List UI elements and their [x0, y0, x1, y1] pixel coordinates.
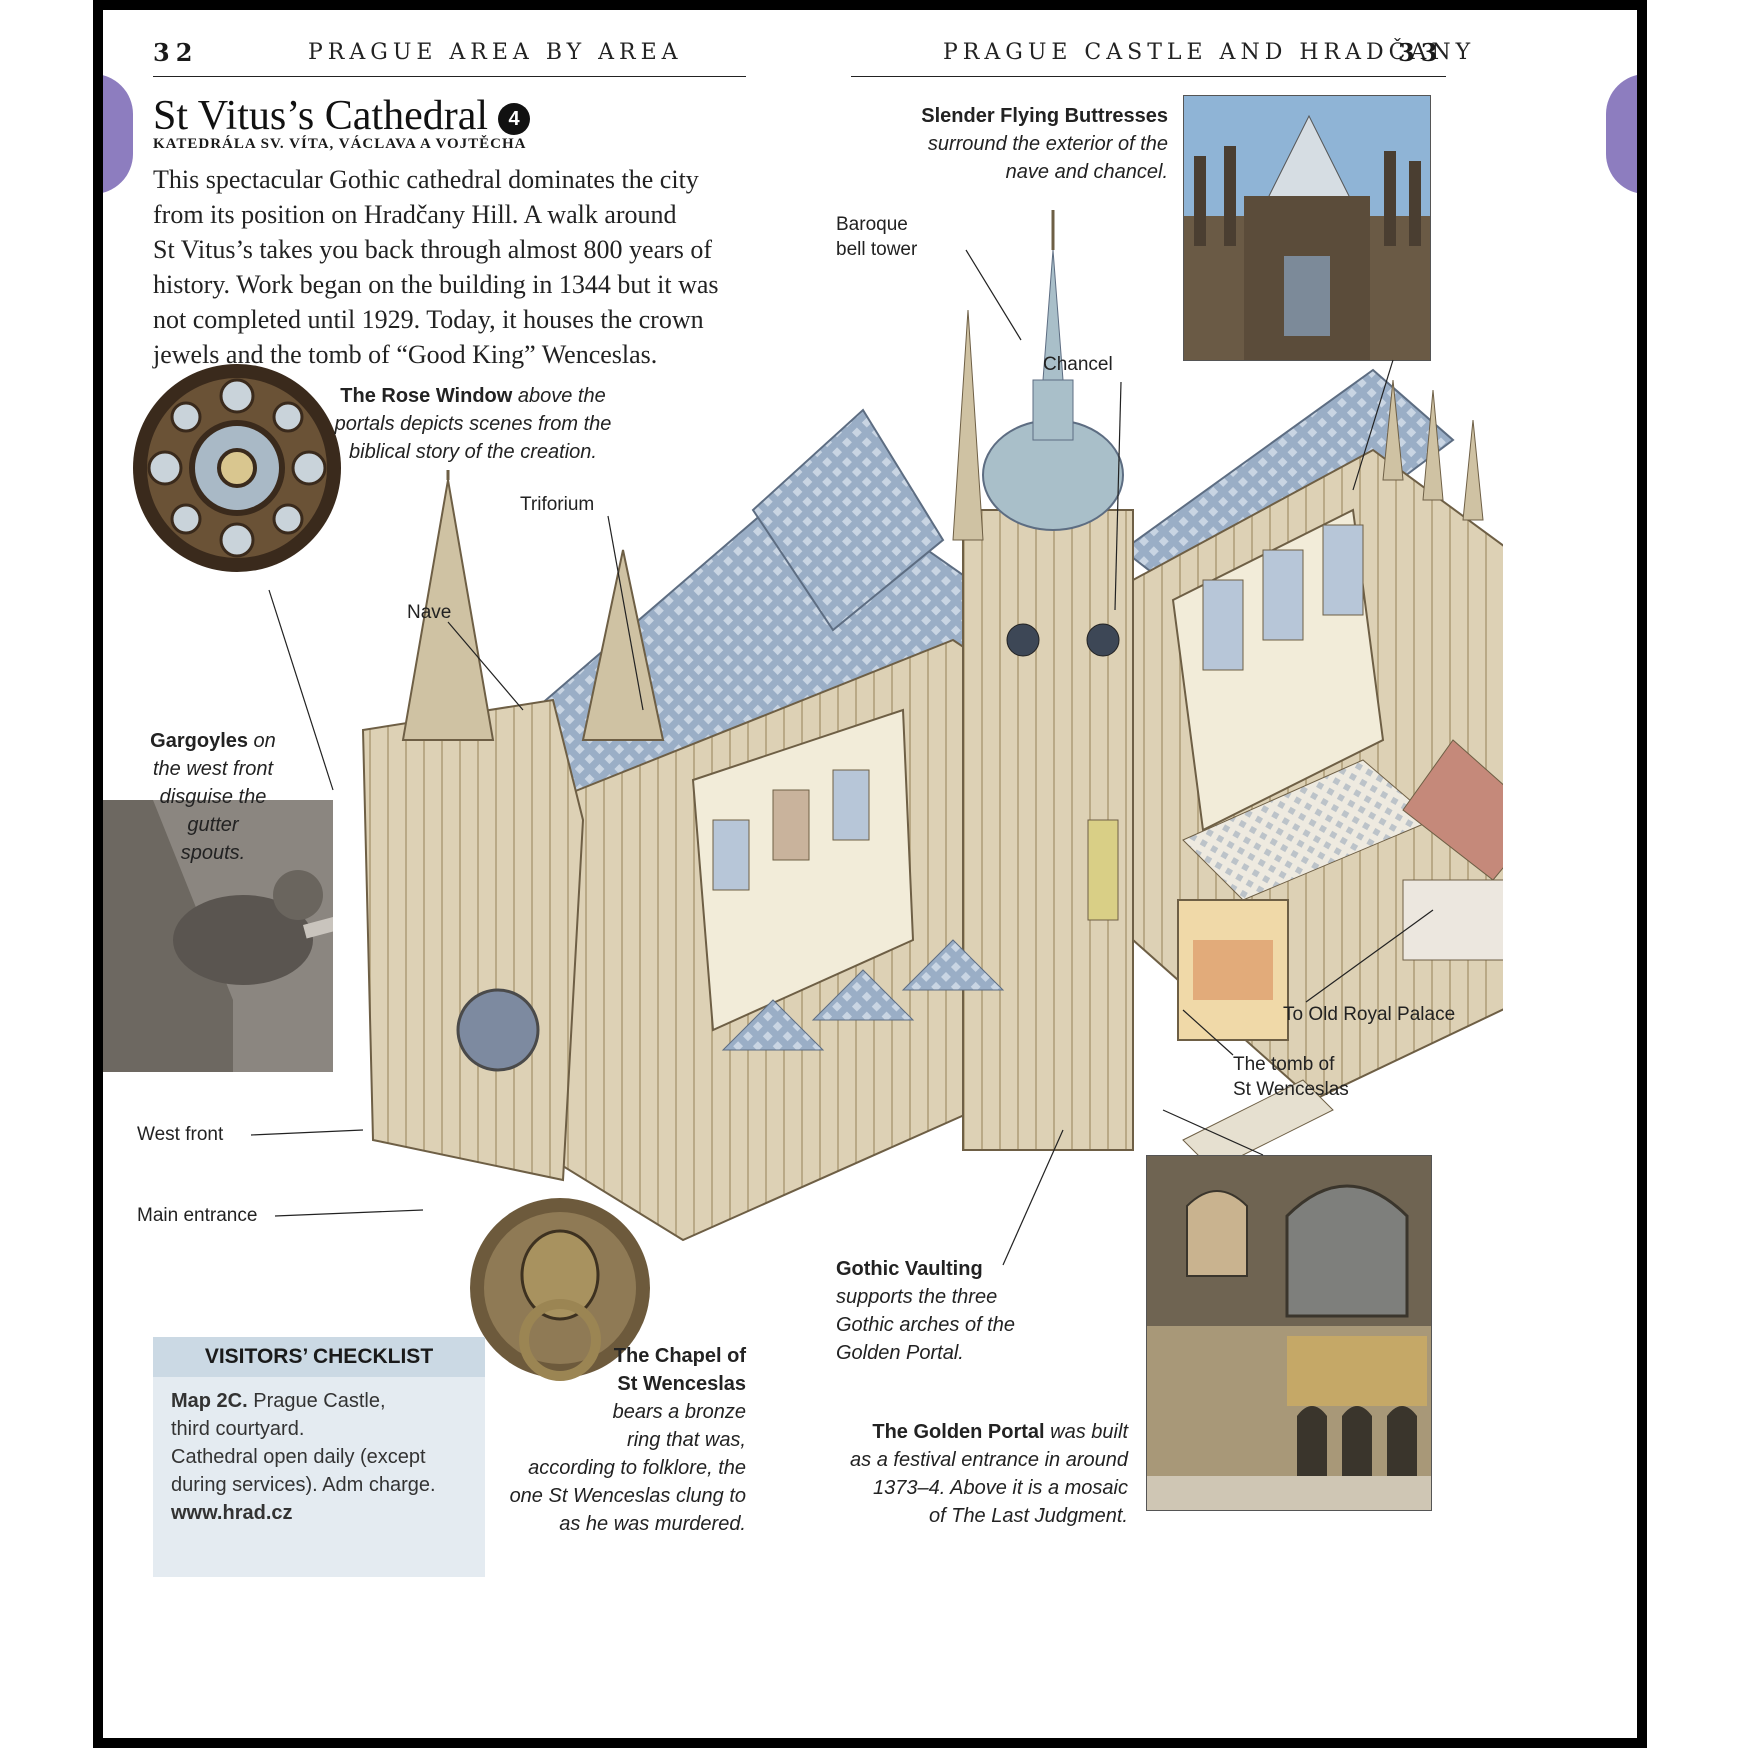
gothic-vaulting-caption: Gothic Vaulting supports the three Gothi… — [836, 1255, 1076, 1367]
caption-line: as a festival entrance in around — [850, 1449, 1128, 1471]
caption-line: 1373–4. Above it is a mosaic — [873, 1477, 1128, 1499]
caption-line: the west front — [152, 758, 274, 780]
czech-subtitle: KATEDRÁLA SV. VÍTA, VÁCLAVA A VOJTĚCHA — [153, 136, 527, 152]
golden-portal-caption: The Golden Portal was built as a festiva… — [838, 1418, 1128, 1530]
label-line: bell tower — [836, 239, 918, 260]
label-line: St Wenceslas — [1233, 1079, 1349, 1100]
caption-line: as he was murdered. — [559, 1513, 746, 1535]
visitors-checklist: VISITORS’ CHECKLIST Map 2C. Prague Castl… — [153, 1337, 485, 1577]
caption-line: of The Last Judgment. — [928, 1505, 1128, 1527]
left-header-rule — [153, 76, 746, 77]
label-chancel: Chancel — [1043, 354, 1113, 375]
label-main-entrance: Main entrance — [137, 1205, 258, 1226]
right-thumb-tab — [1606, 74, 1637, 194]
label-tomb: The tomb of St Wenceslas — [1233, 1052, 1349, 1102]
leader-lines — [250, 249, 1434, 1266]
left-page-number: 32 — [153, 38, 199, 67]
rose-window-caption: The Rose Window above the portals depict… — [323, 382, 623, 466]
rose-window-photo — [133, 364, 341, 572]
caption-line: disguise the — [159, 786, 267, 808]
gargoyle-photo — [103, 800, 333, 1072]
book-spread: 32 PRAGUE AREA BY AREA PRAGUE CASTLE AND… — [103, 10, 1637, 1738]
caption-line: gutter — [187, 814, 239, 836]
sight-number-badge: 4 — [498, 103, 531, 136]
intro-line: not completed until 1929. Today, it hous… — [153, 305, 704, 334]
gargoyles-caption: Gargoyles on the west front disguise the… — [143, 727, 283, 867]
caption-line: on — [248, 730, 276, 752]
checklist-body: Map 2C. Prague Castle, third courtyard. … — [153, 1377, 485, 1537]
label-baroque-bell-tower: Baroque bell tower — [836, 212, 917, 262]
flying-buttresses-photo — [1183, 95, 1431, 361]
caption-line: Gothic arches of the — [836, 1314, 1015, 1336]
flying-buttresses-caption-title: Slender Flying Buttresses — [921, 105, 1168, 127]
label-old-royal-palace: To Old Royal Palace — [1283, 1004, 1456, 1025]
gargoyles-caption-title: Gargoyles — [150, 730, 248, 752]
title-text: St Vitus’s Cathedral — [153, 93, 489, 139]
checklist-website: www.hrad.cz — [171, 1502, 293, 1524]
caption-line: nave and chancel. — [1005, 161, 1168, 183]
caption-line: ring that was, — [627, 1429, 746, 1451]
caption-line: spouts. — [180, 842, 246, 864]
checklist-line: third courtyard. — [171, 1418, 305, 1440]
chapel-caption-title: The Chapel of — [613, 1345, 746, 1367]
golden-portal-caption-title: The Golden Portal — [872, 1421, 1045, 1443]
caption-line: biblical story of the creation. — [349, 441, 597, 463]
label-line: The tomb of — [1233, 1054, 1335, 1075]
page-title: St Vitus’s Cathedral 4 — [153, 92, 531, 140]
flying-buttresses-caption: Slender Flying Buttresses surround the e… — [873, 102, 1168, 186]
caption-line: according to folklore, the — [528, 1457, 746, 1479]
intro-line: This spectacular Gothic cathedral domina… — [153, 165, 699, 194]
label-line: Baroque — [836, 214, 908, 235]
label-west-front: West front — [137, 1124, 224, 1145]
rose-window-caption-title: The Rose Window — [340, 385, 513, 407]
label-nave: Nave — [407, 602, 452, 623]
golden-portal-photo — [1146, 1155, 1432, 1511]
left-running-head: PRAGUE AREA BY AREA — [308, 40, 683, 65]
caption-line: Golden Portal. — [836, 1342, 964, 1364]
cathedral-cutaway-illustration — [361, 210, 1503, 1242]
checklist-heading: VISITORS’ CHECKLIST — [153, 1337, 485, 1377]
caption-line: surround the exterior of the — [927, 133, 1168, 155]
checklist-map-ref: Map 2C. — [171, 1390, 248, 1412]
bronze-door-ring-photo — [470, 1198, 650, 1381]
chapel-caption: The Chapel of St Wenceslas bears a bronz… — [503, 1342, 746, 1538]
chapel-caption-title: St Wenceslas — [617, 1373, 746, 1395]
right-page-number: 33 — [1398, 38, 1444, 67]
caption-line: one St Wenceslas clung to — [509, 1485, 746, 1507]
intro-line: from its position on Hradčany Hill. A wa… — [153, 200, 677, 229]
right-header-rule — [851, 76, 1446, 77]
caption-line: portals depicts scenes from the — [334, 413, 612, 435]
intro-paragraph: This spectacular Gothic cathedral domina… — [153, 162, 753, 372]
checklist-line: Cathedral open daily (except — [171, 1446, 426, 1468]
caption-line: above the — [512, 385, 606, 407]
caption-line: was built — [1044, 1421, 1128, 1443]
right-running-head: PRAGUE CASTLE AND HRADČANY — [943, 40, 1476, 65]
label-triforium: Triforium — [520, 494, 595, 515]
intro-line: history. Work began on the building in 1… — [153, 270, 719, 299]
intro-line: St Vitus’s takes you back through almost… — [153, 235, 713, 264]
gothic-vaulting-caption-title: Gothic Vaulting — [836, 1258, 983, 1280]
checklist-line: Prague Castle, — [247, 1390, 386, 1412]
caption-line: bears a bronze — [612, 1401, 746, 1423]
caption-line: supports the three — [836, 1286, 998, 1308]
checklist-line: during services). Adm charge. — [171, 1474, 436, 1496]
